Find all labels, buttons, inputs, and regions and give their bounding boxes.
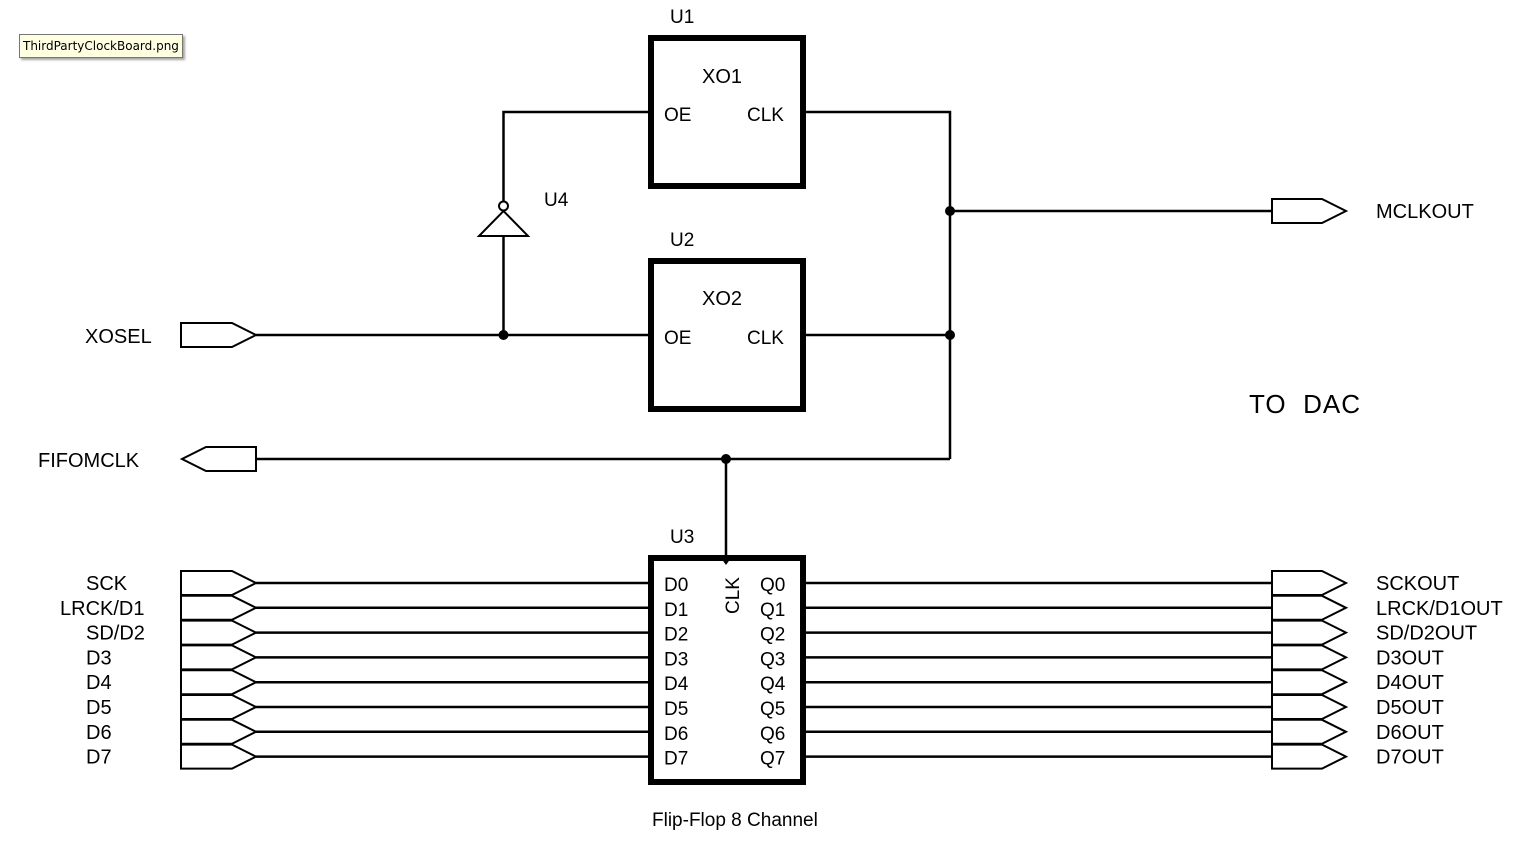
port-xosel: XOSEL bbox=[85, 322, 259, 348]
u2-name: XO2 bbox=[702, 288, 742, 310]
u3-pin-q3: Q3 bbox=[760, 649, 785, 670]
u3-pin-q0: Q0 bbox=[760, 575, 785, 596]
u1-oscillator: U1 XO1 OE CLK bbox=[648, 7, 806, 189]
port-mclkout: MCLKOUT bbox=[1271, 198, 1474, 224]
u3-pin-d6: D6 bbox=[664, 724, 688, 745]
junction-xosel bbox=[498, 330, 509, 340]
u1-pin-clk: CLK bbox=[747, 105, 784, 126]
port-xosel-shape bbox=[180, 322, 259, 348]
u3-pin-d4: D4 bbox=[664, 674, 689, 695]
junction-mclk bbox=[945, 206, 955, 216]
u4-triangle bbox=[476, 209, 531, 237]
input-port-label-6: D6 bbox=[86, 722, 112, 744]
output-port-label-7: D7OUT bbox=[1376, 747, 1444, 769]
output-port-label-0: SCKOUT bbox=[1376, 573, 1459, 595]
output-port-label-1: LRCK/D1OUT bbox=[1376, 598, 1503, 620]
u3-pin-d0: D0 bbox=[664, 575, 688, 596]
input-port-label-2: SD/D2 bbox=[86, 623, 145, 645]
output-port-label-3: D3OUT bbox=[1376, 647, 1444, 669]
u3-pin-d3: D3 bbox=[664, 649, 688, 670]
u3-pin-d1: D1 bbox=[664, 600, 688, 621]
output-port-shape-3 bbox=[1271, 644, 1349, 671]
u4-bubble bbox=[498, 200, 509, 212]
u3-pin-q1: Q1 bbox=[760, 600, 785, 621]
output-port-shape-4 bbox=[1271, 669, 1349, 696]
u2-oscillator: U2 XO2 OE CLK bbox=[648, 230, 806, 412]
u1-ref: U1 bbox=[670, 7, 694, 28]
u3-pin-q6: Q6 bbox=[760, 724, 785, 745]
u4-ref: U4 bbox=[544, 190, 569, 211]
u3-pin-q7: Q7 bbox=[760, 749, 785, 770]
u4-inverter: U4 bbox=[476, 190, 569, 237]
u2-pin-clk: CLK bbox=[747, 328, 784, 349]
input-port-label-5: D5 bbox=[86, 697, 112, 719]
u3-pin-q4: Q4 bbox=[760, 674, 786, 695]
junction-u2-clk bbox=[945, 330, 955, 340]
input-port-label-0: SCK bbox=[86, 573, 128, 595]
u3-pin-d7: D7 bbox=[664, 749, 688, 770]
port-mclkout-label: MCLKOUT bbox=[1376, 201, 1474, 223]
u3-pin-d2: D2 bbox=[664, 625, 688, 646]
port-fifomclk-label: FIFOMCLK bbox=[38, 450, 140, 472]
output-port-shape-2 bbox=[1271, 619, 1349, 646]
u3-body bbox=[648, 555, 806, 785]
u3-pin-q2: Q2 bbox=[760, 625, 785, 646]
output-port-label-6: D6OUT bbox=[1376, 722, 1444, 744]
u1-pin-oe: OE bbox=[664, 105, 691, 126]
port-fifomclk-shape bbox=[179, 446, 257, 472]
to-dac-note: TO DAC bbox=[1249, 389, 1361, 419]
input-port-shape-4 bbox=[180, 669, 259, 696]
input-port-shape-0 bbox=[180, 570, 259, 596]
output-port-label-2: SD/D2OUT bbox=[1376, 623, 1477, 645]
wire-clk-bus bbox=[803, 110, 952, 459]
junctions bbox=[498, 206, 955, 464]
u3-pin-d5: D5 bbox=[664, 699, 688, 720]
u1-body bbox=[648, 35, 806, 189]
junction-fifomclk bbox=[721, 454, 731, 464]
port-fifomclk: FIFOMCLK bbox=[38, 446, 257, 472]
output-port-label-5: D5OUT bbox=[1376, 697, 1444, 719]
u2-pin-oe: OE bbox=[664, 328, 691, 349]
filename-tooltip: ThirdPartyClockBoard.png bbox=[19, 34, 183, 58]
u3-clk-marker bbox=[721, 558, 731, 565]
input-port-label-4: D4 bbox=[86, 672, 112, 694]
input-port-label-1: LRCK/D1 bbox=[60, 598, 144, 620]
u3-ref: U3 bbox=[670, 527, 694, 548]
u1-name: XO1 bbox=[702, 66, 742, 88]
output-port-shape-1 bbox=[1271, 594, 1349, 621]
wires bbox=[256, 110, 1272, 758]
input-port-shape-5 bbox=[180, 694, 259, 720]
input-port-shape-1 bbox=[180, 594, 259, 621]
port-mclkout-shape bbox=[1271, 198, 1349, 224]
output-port-shape-7 bbox=[1271, 743, 1349, 770]
input-port-shape-2 bbox=[180, 619, 259, 646]
input-port-shape-6 bbox=[180, 718, 259, 745]
output-port-label-4: D4OUT bbox=[1376, 672, 1444, 694]
input-port-shape-7 bbox=[180, 743, 259, 770]
input-port-label-7: D7 bbox=[86, 747, 112, 769]
port-xosel-label: XOSEL bbox=[85, 326, 152, 348]
wire-u4-to-u1-oe bbox=[502, 110, 651, 201]
output-port-shape-6 bbox=[1271, 718, 1349, 745]
output-port-shape-0 bbox=[1271, 570, 1349, 596]
input-port-label-3: D3 bbox=[86, 647, 112, 669]
output-port-shape-5 bbox=[1271, 694, 1349, 720]
u3-pin-q5: Q5 bbox=[760, 699, 785, 720]
input-port-shape-3 bbox=[180, 644, 259, 671]
u3-pin-clk: CLK bbox=[723, 577, 744, 614]
u2-ref: U2 bbox=[670, 230, 694, 251]
u3-caption: Flip-Flop 8 Channel bbox=[652, 810, 818, 831]
